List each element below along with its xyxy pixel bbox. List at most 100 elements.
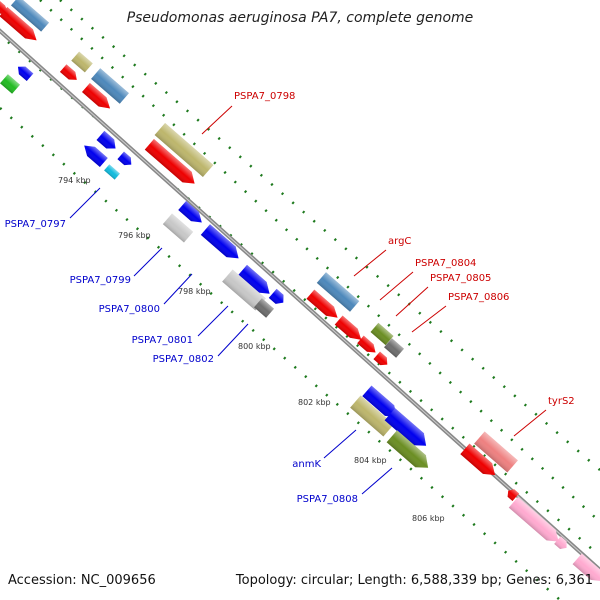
label-leader-line xyxy=(201,105,233,135)
scale-label: 794 kbp xyxy=(58,176,91,185)
gene-feature[interactable] xyxy=(254,298,274,318)
gene-feature[interactable] xyxy=(80,141,108,168)
gene-label-reverse[interactable]: PSPA7_0797 xyxy=(5,219,66,230)
gene-feature[interactable] xyxy=(178,200,205,227)
gene-shading xyxy=(178,200,202,223)
gene-feature[interactable] xyxy=(357,335,379,357)
label-leader-line xyxy=(513,409,547,437)
label-leader-line xyxy=(69,187,101,219)
gene-feature[interactable] xyxy=(572,553,600,587)
gene-features xyxy=(0,0,600,587)
gene-feature[interactable] xyxy=(334,315,366,345)
gene-shading xyxy=(373,351,388,366)
gene-shading xyxy=(96,130,116,149)
gene-shading xyxy=(117,151,132,166)
label-leader-line xyxy=(133,247,163,277)
gene-shading xyxy=(17,66,34,82)
gene-feature[interactable] xyxy=(370,322,394,346)
label-leader-line xyxy=(411,305,447,333)
gene-shading xyxy=(154,122,214,178)
gene-feature[interactable] xyxy=(350,395,394,437)
scale-label: 802 kbp xyxy=(298,398,331,407)
scale-tick-track xyxy=(39,0,600,523)
gene-feature[interactable] xyxy=(268,288,287,307)
gene-feature[interactable] xyxy=(474,431,518,473)
label-leader-line xyxy=(361,467,393,495)
gene-shading xyxy=(386,430,429,468)
gene-feature[interactable] xyxy=(460,443,499,481)
genome-title: Pseudomonas aeruginosa PA7, complete gen… xyxy=(126,10,474,26)
backbone-highlight xyxy=(0,30,600,571)
gene-feature[interactable] xyxy=(237,264,274,299)
gene-shading xyxy=(0,0,10,16)
gene-shading xyxy=(334,315,362,340)
gene-feature[interactable] xyxy=(200,224,243,263)
gene-feature[interactable] xyxy=(0,0,13,20)
gene-feature[interactable] xyxy=(162,213,194,243)
gene-feature[interactable] xyxy=(508,497,563,547)
label-leader-line xyxy=(353,249,387,277)
gene-feature[interactable] xyxy=(0,74,20,94)
gene-label-forward[interactable]: argC xyxy=(388,236,411,247)
gene-label-reverse[interactable]: PSPA7_0799 xyxy=(70,275,131,286)
gene-feature[interactable] xyxy=(59,64,80,83)
gene-label-forward[interactable]: tyrS2 xyxy=(548,396,575,407)
gene-shading xyxy=(81,82,111,109)
gene-feature[interactable] xyxy=(91,68,129,104)
gene-shading xyxy=(10,0,50,32)
scale-label: 798 kbp xyxy=(178,287,211,296)
gene-feature[interactable] xyxy=(362,385,401,423)
gene-shading xyxy=(144,139,195,184)
gene-label-reverse[interactable]: PSPA7_0801 xyxy=(132,335,193,346)
accession-label: Accession: NC_009656 xyxy=(8,573,156,588)
gene-shading xyxy=(306,289,338,318)
gene-shading xyxy=(350,395,394,437)
gene-feature[interactable] xyxy=(505,487,520,502)
gene-shading xyxy=(357,335,376,353)
gene-shading xyxy=(237,264,270,294)
gene-feature[interactable] xyxy=(10,0,50,32)
gene-feature[interactable] xyxy=(117,151,134,169)
gene-feature[interactable] xyxy=(384,338,404,358)
gene-label-reverse[interactable]: anmK xyxy=(292,459,321,470)
gene-shading xyxy=(91,68,129,104)
gene-shading xyxy=(162,213,194,243)
label-leader-line xyxy=(379,271,414,301)
backbone-line xyxy=(0,28,600,572)
gene-feature[interactable] xyxy=(316,272,360,312)
gene-feature[interactable] xyxy=(104,164,120,180)
gene-label-forward[interactable]: PSPA7_0798 xyxy=(234,91,295,102)
gene-feature[interactable] xyxy=(384,408,432,452)
gene-feature[interactable] xyxy=(306,289,341,323)
gene-label-reverse[interactable]: PSPA7_0800 xyxy=(99,304,160,315)
gene-shading xyxy=(59,64,77,80)
gene-feature[interactable] xyxy=(96,130,120,153)
gene-shading xyxy=(572,553,600,582)
label-leaders xyxy=(69,105,547,495)
gene-feature[interactable] xyxy=(15,63,34,82)
gene-feature[interactable] xyxy=(81,82,114,113)
gene-shading xyxy=(370,322,394,346)
gene-feature[interactable] xyxy=(222,269,266,311)
gene-shading xyxy=(507,489,520,502)
gene-shading xyxy=(71,51,93,73)
gene-label-forward[interactable]: PSPA7_0806 xyxy=(448,292,509,303)
gene-label-forward[interactable]: PSPA7_0804 xyxy=(415,258,476,269)
gene-shading xyxy=(200,224,239,259)
gene-label-forward[interactable]: PSPA7_0805 xyxy=(430,273,491,284)
gene-feature[interactable] xyxy=(154,122,214,178)
gene-feature[interactable] xyxy=(554,536,570,551)
gene-feature[interactable] xyxy=(386,430,434,474)
label-leader-line xyxy=(163,273,193,305)
label-leader-line xyxy=(323,429,357,459)
gene-shading xyxy=(104,164,120,180)
gene-feature[interactable] xyxy=(144,139,199,189)
gene-shading xyxy=(268,288,284,304)
gene-feature[interactable] xyxy=(71,51,93,73)
gene-feature[interactable] xyxy=(373,351,390,369)
gene-label-reverse[interactable]: PSPA7_0808 xyxy=(297,494,358,505)
gene-label-reverse[interactable]: PSPA7_0802 xyxy=(153,354,214,365)
